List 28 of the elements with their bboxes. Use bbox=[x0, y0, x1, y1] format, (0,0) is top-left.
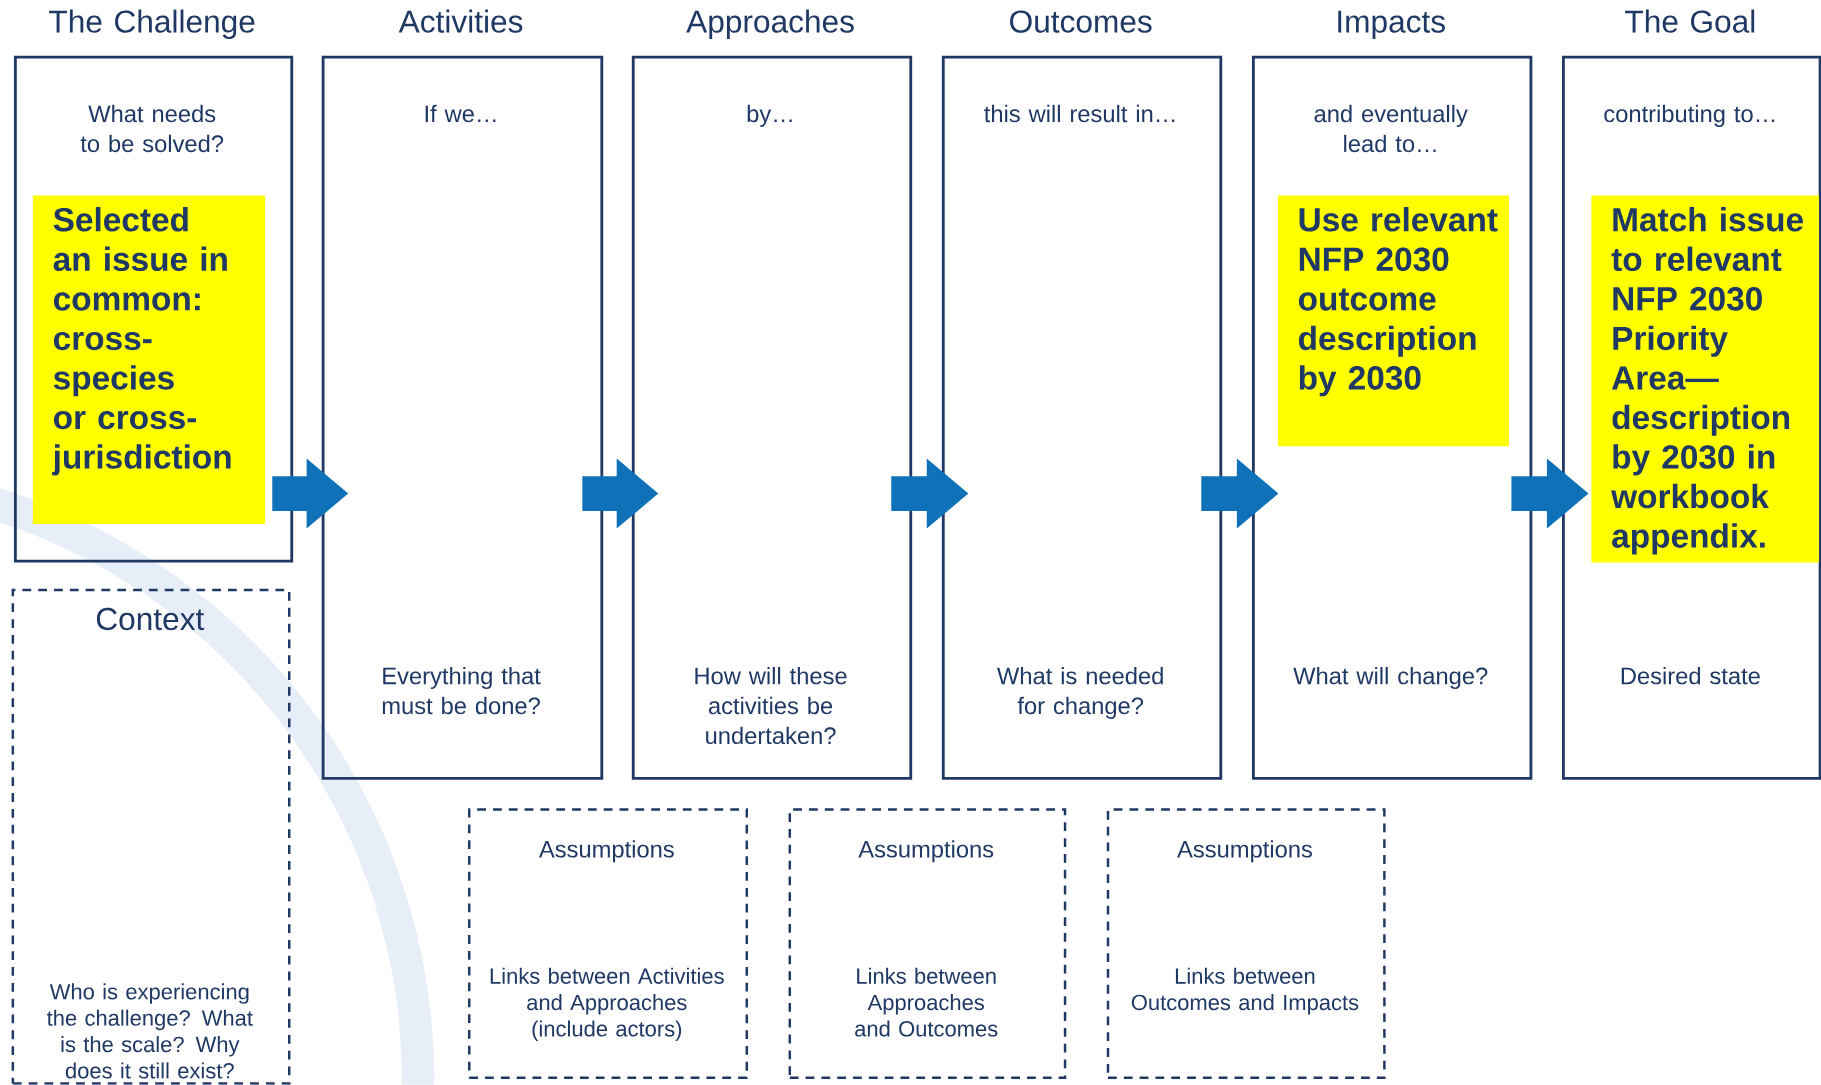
question-text: Desired state bbox=[1621, 667, 1760, 685]
note-text: Links between Activities and Approaches (include actors) bbox=[490, 967, 724, 1042]
box-heading: Assumptions bbox=[1177, 840, 1312, 863]
highlight-box: Use relevant NFP 2030 outcome description by 2030 bbox=[1277, 195, 1509, 447]
column-heading: Outcomes bbox=[1010, 10, 1152, 33]
box-heading: Assumptions bbox=[858, 840, 994, 863]
column-heading: Activities bbox=[398, 9, 523, 33]
prompt-text: this will result in… bbox=[984, 105, 1175, 123]
prompt-text: and eventually lead to… bbox=[1314, 105, 1468, 153]
prompt-text: contributing to… bbox=[1604, 105, 1775, 128]
prompt-text: If we… bbox=[425, 105, 496, 123]
column-heading: The Goal bbox=[1625, 9, 1755, 33]
question-text: What will change? bbox=[1293, 667, 1488, 690]
box-heading: Assumptions bbox=[538, 840, 674, 863]
prompt-text: What needs to be solved? bbox=[80, 105, 224, 153]
highlight-box: Selected an issue in common: cross-species or cross-jurisdiction bbox=[32, 195, 266, 525]
question-text: Who is experiencing the challenge? What is the scale? Why does it still exist? bbox=[46, 983, 253, 1079]
question-text: Everything that must be done? bbox=[382, 667, 541, 715]
question-text: What is needed for change? bbox=[997, 667, 1163, 720]
note-text: Links between Outcomes and Impacts bbox=[1131, 967, 1359, 1015]
highlight-box: Match issue to relevant NFP 2030 Priority Area—description by 2030 in workbook appendix. bbox=[1591, 195, 1820, 563]
column-heading: Impacts bbox=[1338, 10, 1445, 40]
column-heading: Approaches bbox=[686, 9, 854, 40]
prompt-text: by… bbox=[747, 105, 792, 128]
question-text: How will these activities be undertaken? bbox=[695, 667, 847, 745]
column-heading: The Challenge bbox=[49, 9, 255, 40]
note-text: Links between Approaches and Outcomes bbox=[855, 967, 998, 1037]
box-heading: Context bbox=[96, 607, 205, 631]
